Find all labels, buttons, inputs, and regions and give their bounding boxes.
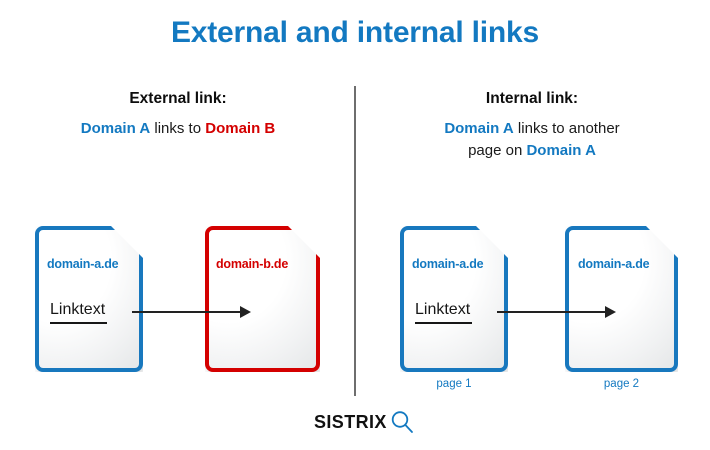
arrow-head-icon [605,306,616,318]
document-linktext-link[interactable]: Linktext [415,301,473,324]
document-domain-label: domain-b.de [216,257,289,271]
internal-links-to-another-label: links to another [513,120,620,138]
document-card-domain-a-external: domain-a.de Linktext [35,226,143,372]
document-page-caption: page 2 [603,378,640,390]
document-card-domain-b-external: domain-b.de [205,226,320,372]
page-title: External and internal links [170,16,540,49]
external-links-to-label: links to [150,120,206,138]
vertical-divider [354,86,356,396]
arrow-stem [132,311,241,314]
external-link-arrow [132,306,252,318]
document-card-domain-a-page-2: domain-a.de page 2 [565,226,678,390]
sistrix-logo: SISTRIX [314,409,415,435]
internal-link-heading-block: Internal link: Domain A links to another… [372,88,692,162]
external-link-heading: External link: [129,90,227,107]
external-link-subheading: Domain A links to Domain B [18,118,338,140]
document-linktext-link[interactable]: Linktext [50,301,108,324]
external-domain-a-label: Domain A [80,120,151,138]
internal-page-on-label: page on [468,142,527,160]
document-domain-label: domain-a.de [578,257,650,271]
document-shape [205,226,320,372]
document-card-domain-a-page-1: domain-a.de Linktext page 1 [400,226,508,390]
document-shape [565,226,678,372]
document-page-caption: page 1 [436,378,472,390]
document-domain-label: domain-a.de [412,257,484,271]
external-link-heading-block: External link: Domain A links to Domain … [18,88,338,140]
magnifying-glass-icon [391,411,413,433]
internal-domain-a-label-1: Domain A [444,120,514,138]
document-shape [400,226,508,372]
internal-link-heading: Internal link: [485,90,579,107]
arrow-stem [497,311,606,314]
internal-link-arrow [497,306,617,318]
sistrix-wordmark: SISTRIX [314,411,387,432]
document-shape [35,226,143,372]
internal-link-subheading-line2: page on Domain A [372,140,692,162]
arrow-head-icon [240,306,251,318]
external-domain-b-label: Domain B [205,120,276,138]
internal-link-subheading-line1: Domain A links to another [372,118,692,140]
internal-domain-a-label-2: Domain A [526,142,596,160]
document-domain-label: domain-a.de [47,257,119,271]
